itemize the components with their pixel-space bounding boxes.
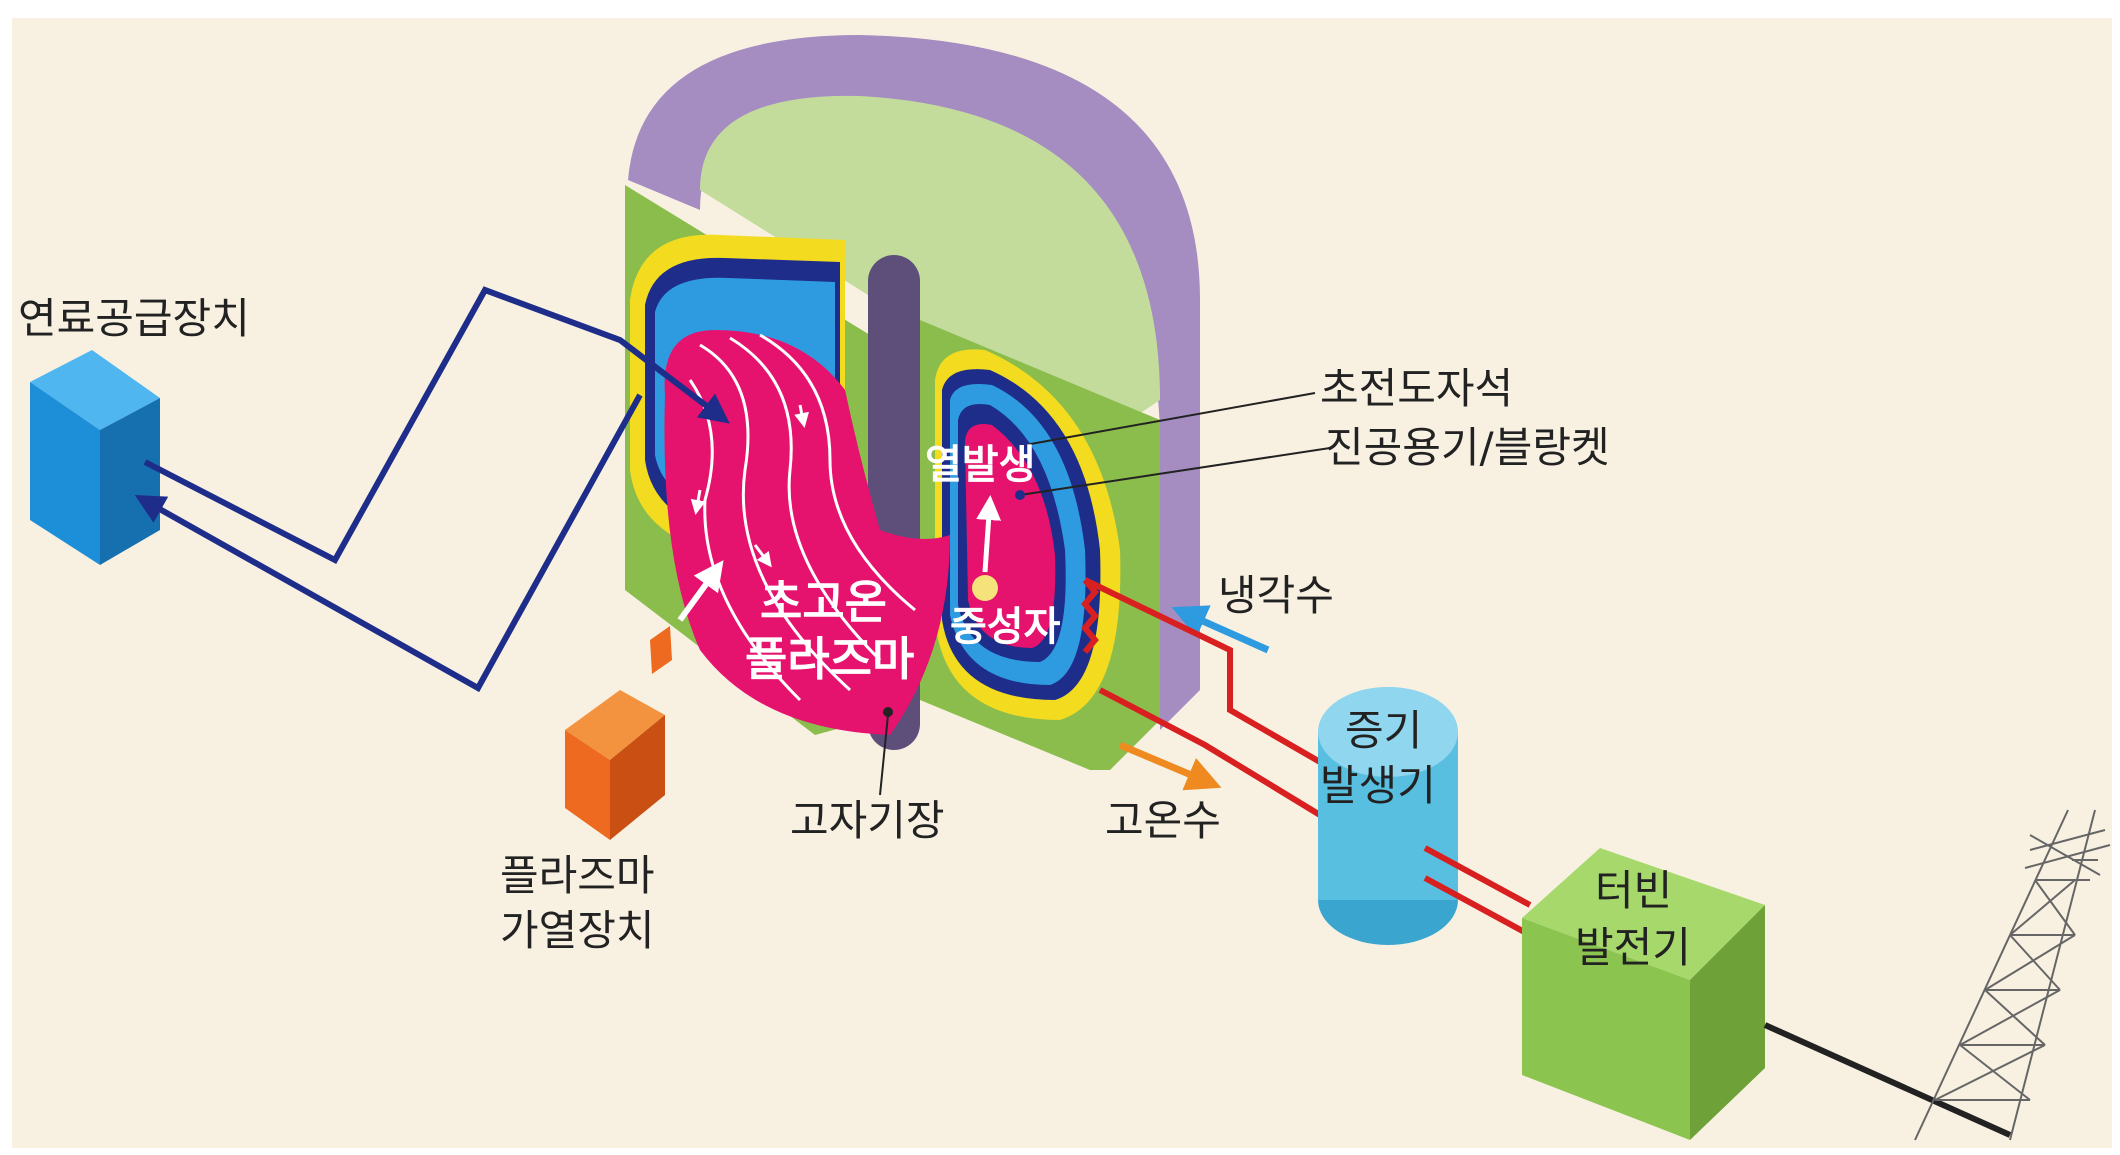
label-neutron: 중성자 [950, 604, 1061, 650]
label-turbine-generator-1: 터빈 [1595, 866, 1672, 915]
label-plasma-heater-1: 플라즈마 [500, 851, 655, 900]
label-heat-generation: 열발생 [925, 442, 1035, 488]
vessel-pointer-dot [1015, 490, 1025, 500]
label-fuel-supply: 연료공급장치 [18, 294, 250, 343]
label-superconducting-magnet: 초전도자석 [1320, 364, 1513, 413]
label-ultra-hot-plasma-2: 플라즈마 [745, 632, 914, 686]
label-cooling-water: 냉각수 [1218, 571, 1334, 620]
label-turbine-generator-2: 발전기 [1575, 923, 1691, 972]
neutron-dot [972, 575, 998, 601]
label-ultra-hot-plasma-1: 초고온 [760, 575, 887, 629]
label-vacuum-vessel-blanket: 진공용기/블랑켓 [1325, 423, 1610, 472]
field-pointer-dot [883, 707, 893, 717]
label-high-magnetic-field: 고자기장 [790, 796, 945, 845]
label-steam-generator-2: 발생기 [1320, 761, 1436, 810]
label-plasma-heater-2: 가열장치 [500, 906, 655, 955]
label-hot-water: 고온수 [1105, 796, 1221, 845]
label-steam-generator-1: 증기 [1345, 706, 1422, 755]
